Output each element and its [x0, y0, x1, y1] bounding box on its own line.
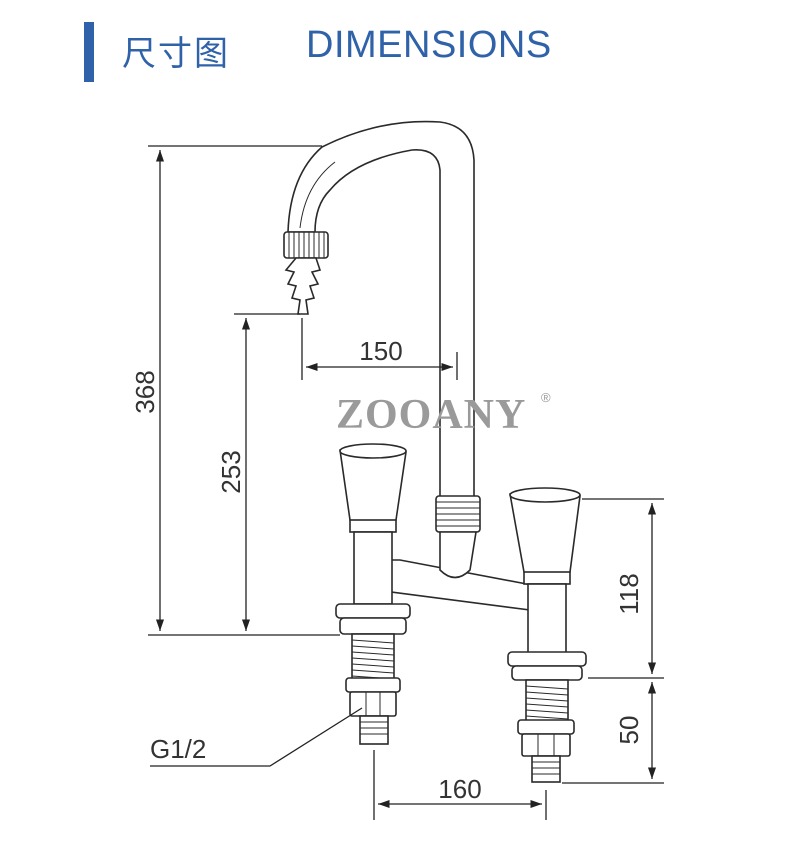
- label-118: 118: [614, 573, 644, 614]
- faucet-outline: [283, 120, 587, 783]
- label-50: 50: [614, 716, 644, 745]
- label-160: 160: [438, 774, 481, 804]
- dimension-lines: [148, 145, 664, 820]
- registered-mark: ®: [541, 390, 551, 405]
- spout-tube: [287, 120, 475, 499]
- accent-bar: [84, 22, 94, 82]
- left-nut: [345, 677, 401, 693]
- brand-watermark: ZOOANY: [336, 392, 526, 438]
- label-thread: G1/2: [150, 734, 206, 764]
- left-flange: [335, 603, 411, 619]
- spout-nozzle-ring: [283, 231, 329, 259]
- right-stem: [523, 571, 571, 585]
- header: 尺寸图 DIMENSIONS: [0, 0, 800, 100]
- thread-leader: [150, 707, 363, 767]
- right-nut: [517, 719, 575, 735]
- title-english: DIMENSIONS: [306, 24, 552, 66]
- title-chinese: 尺寸图: [122, 34, 230, 74]
- right-flange: [507, 651, 587, 667]
- left-stem: [349, 519, 397, 533]
- label-253: 253: [216, 450, 246, 493]
- hose-tip: [284, 257, 322, 315]
- label-150: 150: [359, 336, 402, 366]
- label-368: 368: [130, 370, 160, 413]
